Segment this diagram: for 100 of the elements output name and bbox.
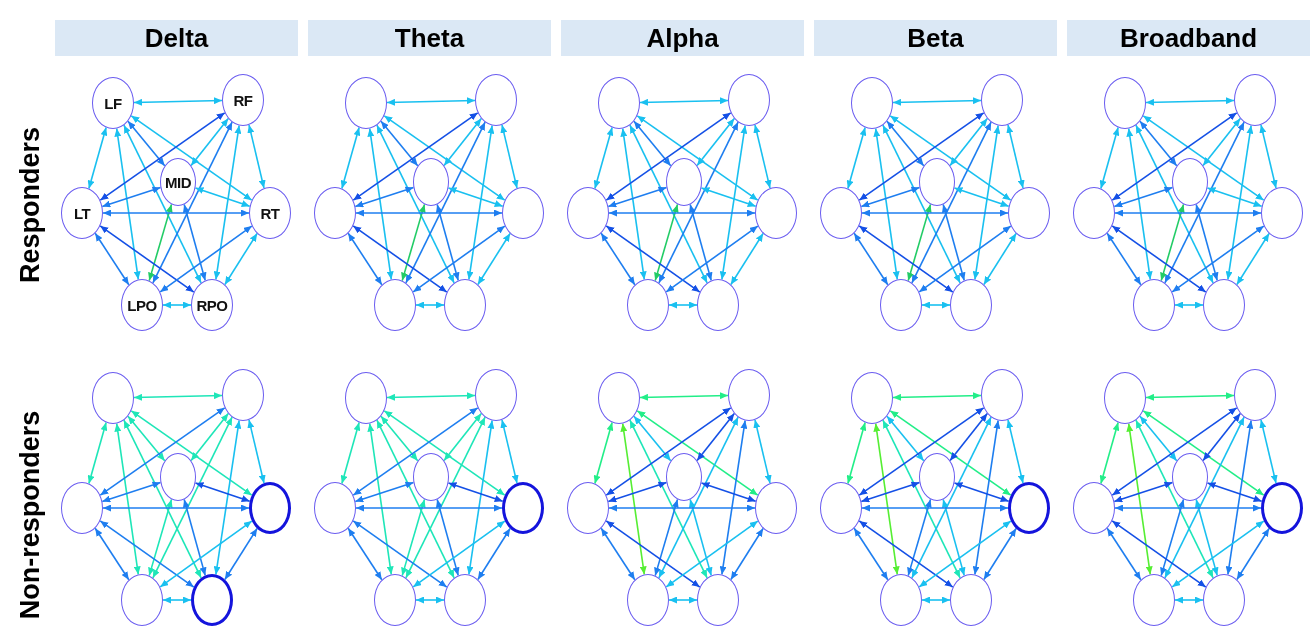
double-arrow (654, 203, 679, 282)
double-arrow (600, 527, 636, 581)
double-arrow (1099, 421, 1120, 485)
double-arrow (376, 124, 455, 284)
double-arrow (148, 498, 173, 577)
double-arrow (415, 596, 445, 604)
double-arrow (386, 392, 476, 401)
region-circle (222, 369, 264, 421)
double-arrow (114, 127, 141, 281)
double-arrow (412, 520, 506, 588)
double-arrow (1194, 498, 1219, 577)
region-circle (1133, 279, 1175, 331)
double-arrow (152, 121, 233, 284)
double-arrow (1113, 186, 1174, 208)
double-arrow (949, 412, 989, 462)
region-circle (728, 369, 770, 421)
double-arrow (1006, 124, 1025, 189)
double-arrow (633, 415, 672, 462)
region-circle (121, 574, 163, 626)
double-arrow (159, 225, 253, 293)
region-node: RPO (191, 279, 233, 331)
double-arrow (1139, 120, 1178, 167)
region-circle (567, 187, 609, 239)
double-arrow (405, 416, 486, 579)
double-arrow (1111, 225, 1207, 293)
region-circle (851, 372, 893, 424)
double-arrow (696, 412, 736, 462)
double-arrow (608, 209, 756, 217)
double-arrow (730, 232, 764, 286)
region-circle (1203, 279, 1245, 331)
double-arrow (1113, 481, 1174, 503)
double-arrow (401, 498, 426, 577)
double-arrow (130, 410, 253, 496)
region-circle (728, 74, 770, 126)
double-arrow (907, 498, 932, 577)
double-arrow (1236, 527, 1270, 581)
double-arrow (1142, 410, 1265, 496)
double-arrow (620, 127, 647, 281)
double-arrow (911, 121, 992, 284)
double-arrow (383, 115, 506, 201)
double-arrow (405, 121, 486, 284)
double-arrow (1164, 121, 1245, 284)
double-arrow (696, 117, 736, 167)
double-arrow (853, 232, 889, 286)
double-arrow (447, 482, 504, 502)
double-arrow (972, 419, 1001, 576)
double-arrow (593, 421, 614, 485)
double-arrow (607, 481, 668, 503)
double-arrow (1225, 124, 1254, 281)
double-arrow (1160, 498, 1185, 577)
double-arrow (873, 127, 900, 281)
double-arrow (247, 124, 266, 189)
region-circle (598, 372, 640, 424)
region-circle (314, 482, 356, 534)
region-circle (820, 187, 862, 239)
double-arrow (194, 187, 251, 207)
double-arrow (665, 520, 759, 588)
double-arrow (477, 527, 511, 581)
column-header: Delta (55, 20, 298, 56)
double-arrow (99, 520, 195, 588)
region-circle (444, 279, 486, 331)
region-circle (413, 158, 449, 206)
double-arrow (1225, 419, 1254, 576)
double-arrow (605, 520, 701, 588)
region-circle (160, 453, 196, 501)
double-arrow (658, 121, 739, 284)
double-arrow (860, 481, 921, 503)
region-circle (981, 74, 1023, 126)
region-circle (627, 574, 669, 626)
double-arrow (415, 301, 445, 309)
double-arrow (247, 419, 266, 484)
double-arrow (190, 412, 230, 462)
double-arrow (911, 416, 992, 579)
double-arrow (886, 120, 925, 167)
double-arrow (443, 117, 483, 167)
double-arrow (636, 115, 759, 201)
double-arrow (668, 596, 698, 604)
double-arrow (1106, 527, 1142, 581)
region-circle (374, 279, 416, 331)
double-arrow (1259, 124, 1278, 189)
double-arrow (1114, 209, 1262, 217)
double-arrow (1135, 124, 1214, 284)
double-arrow (194, 482, 251, 502)
double-arrow (102, 504, 250, 512)
double-arrow (846, 126, 867, 190)
double-arrow (1202, 117, 1242, 167)
double-arrow (853, 527, 889, 581)
double-arrow (892, 392, 982, 401)
double-arrow (941, 203, 966, 282)
double-arrow (858, 407, 985, 496)
double-arrow (700, 187, 757, 207)
double-arrow (99, 407, 226, 496)
double-arrow (605, 225, 701, 293)
region-circle (92, 372, 134, 424)
double-arrow (873, 422, 900, 576)
region-circle (475, 74, 517, 126)
region-circle (502, 187, 544, 239)
double-arrow (148, 203, 173, 282)
double-arrow (1259, 419, 1278, 484)
region-circle (950, 574, 992, 626)
